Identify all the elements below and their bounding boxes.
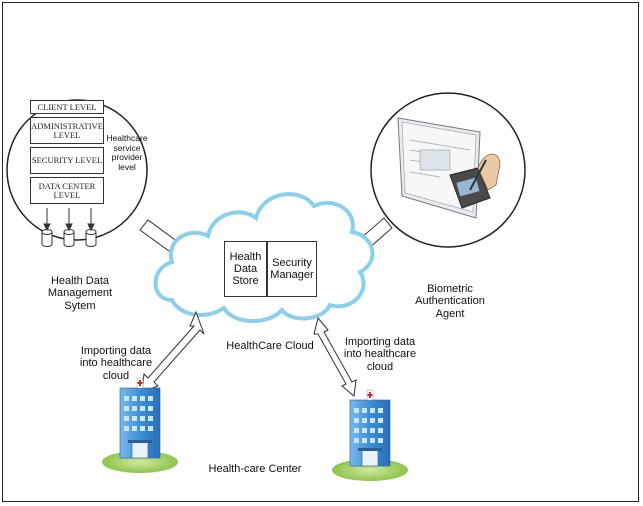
hospital-right xyxy=(332,389,408,481)
security-level-box: SECURITY LEVEL xyxy=(30,147,104,174)
biometric-caption: Biometric Authentication Agent xyxy=(415,283,485,320)
biometric-device-image xyxy=(397,117,501,219)
database-cylinders xyxy=(41,229,97,247)
import-label-left: Importing data into healthcare cloud xyxy=(79,345,153,382)
client-level-box: CLIENT LEVEL xyxy=(30,100,104,114)
datacenter-arrows xyxy=(43,208,95,232)
security-manager-box: Security Manager xyxy=(267,241,317,297)
administrative-level-box: ADMINISTRATIVE LEVEL xyxy=(30,117,104,144)
healthcare-cloud-caption: HealthCare Cloud xyxy=(226,340,314,352)
hospital-left xyxy=(102,377,178,473)
health-care-center-caption: Health-care Center xyxy=(208,463,302,475)
hdms-caption: Health Data Management Sytem xyxy=(47,275,113,312)
data-center-level-box: DATA CENTER LEVEL xyxy=(30,177,104,204)
diagram-frame xyxy=(2,2,639,502)
import-arrow-right xyxy=(313,316,357,397)
health-data-store-box: Health Data Store xyxy=(224,241,267,297)
healthcare-provider-level-label: Healthcare service provider level xyxy=(106,133,148,172)
import-label-right: Importing data into healthcare cloud xyxy=(343,336,417,373)
